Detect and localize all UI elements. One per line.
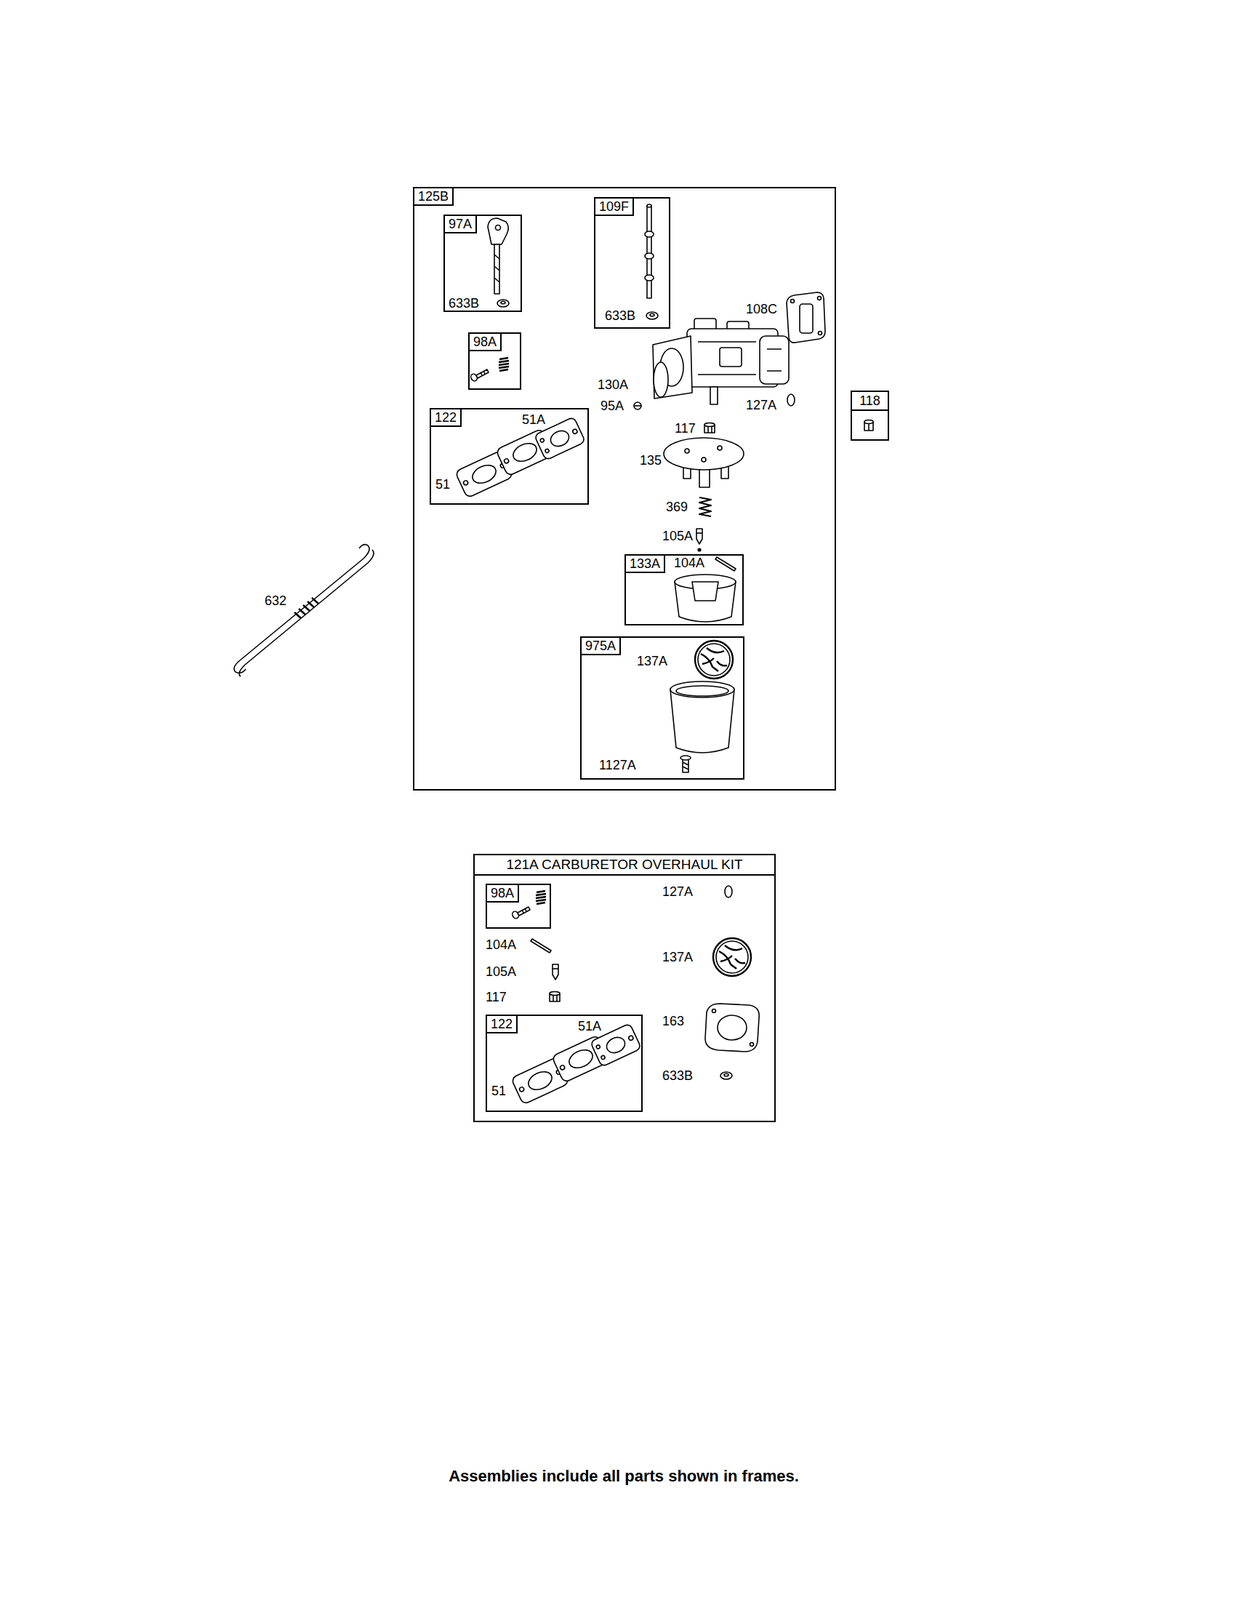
callout-number: 108C xyxy=(745,300,778,317)
frame-tag: 98A xyxy=(469,333,502,352)
callout-number: 1127A xyxy=(599,756,637,773)
frame-tag: 98A xyxy=(487,884,520,903)
callout-number: 135 xyxy=(639,452,662,469)
callout-number: 137A xyxy=(636,652,668,669)
callout-number: 127A xyxy=(662,883,693,900)
callout-number: 633B xyxy=(604,307,636,324)
callout-number: 105A xyxy=(485,963,517,980)
kit-heading: 121A CARBURETOR OVERHAUL KIT xyxy=(474,854,775,876)
callout-number: 95A xyxy=(600,397,624,414)
callout-number: 117 xyxy=(485,988,507,1005)
callout-number: 137A xyxy=(662,948,693,965)
frame-tag: 975A xyxy=(581,637,621,656)
callout-number: 51 xyxy=(491,1082,506,1099)
assembly-frame: 98A xyxy=(468,332,522,390)
frame-tag: 125B xyxy=(414,188,454,206)
box-tag: 118 xyxy=(852,391,888,411)
assembly-frame: 125B 97A 109F 98A 122 133A 975A xyxy=(412,186,837,791)
callout-number: 632 xyxy=(264,592,287,609)
callout-number: 130A xyxy=(597,376,629,393)
frame-tag: 122 xyxy=(487,1015,518,1034)
part-box: 118 xyxy=(850,390,890,441)
callout-number: 51A xyxy=(577,1017,602,1034)
callout-number: 369 xyxy=(665,498,688,515)
frame-tag: 133A xyxy=(625,555,666,573)
callout-number: 104A xyxy=(485,936,517,953)
assembly-frame: 122 xyxy=(485,1014,643,1112)
callout-number: 633B xyxy=(448,295,480,312)
callout-number: 105A xyxy=(662,527,693,544)
frame-tag: 109F xyxy=(595,198,634,216)
callout-number: 104A xyxy=(673,554,705,571)
callout-number: 117 xyxy=(674,420,696,437)
callout-number: 51A xyxy=(521,411,546,428)
callout-number: 127A xyxy=(745,396,777,413)
frame-tag: 97A xyxy=(444,215,477,234)
callout-number: 163 xyxy=(662,1012,685,1029)
callout-number: 51 xyxy=(435,476,451,493)
caption: Assemblies include all parts shown in fr… xyxy=(332,1465,915,1486)
assembly-frame: 98A xyxy=(485,883,552,929)
kit-frame: 121A CARBURETOR OVERHAUL KIT 98A 122 xyxy=(473,853,776,1122)
frame-tag: 122 xyxy=(431,409,462,427)
assembly-frame: 122 xyxy=(429,407,589,505)
callout-number: 633B xyxy=(662,1067,693,1084)
